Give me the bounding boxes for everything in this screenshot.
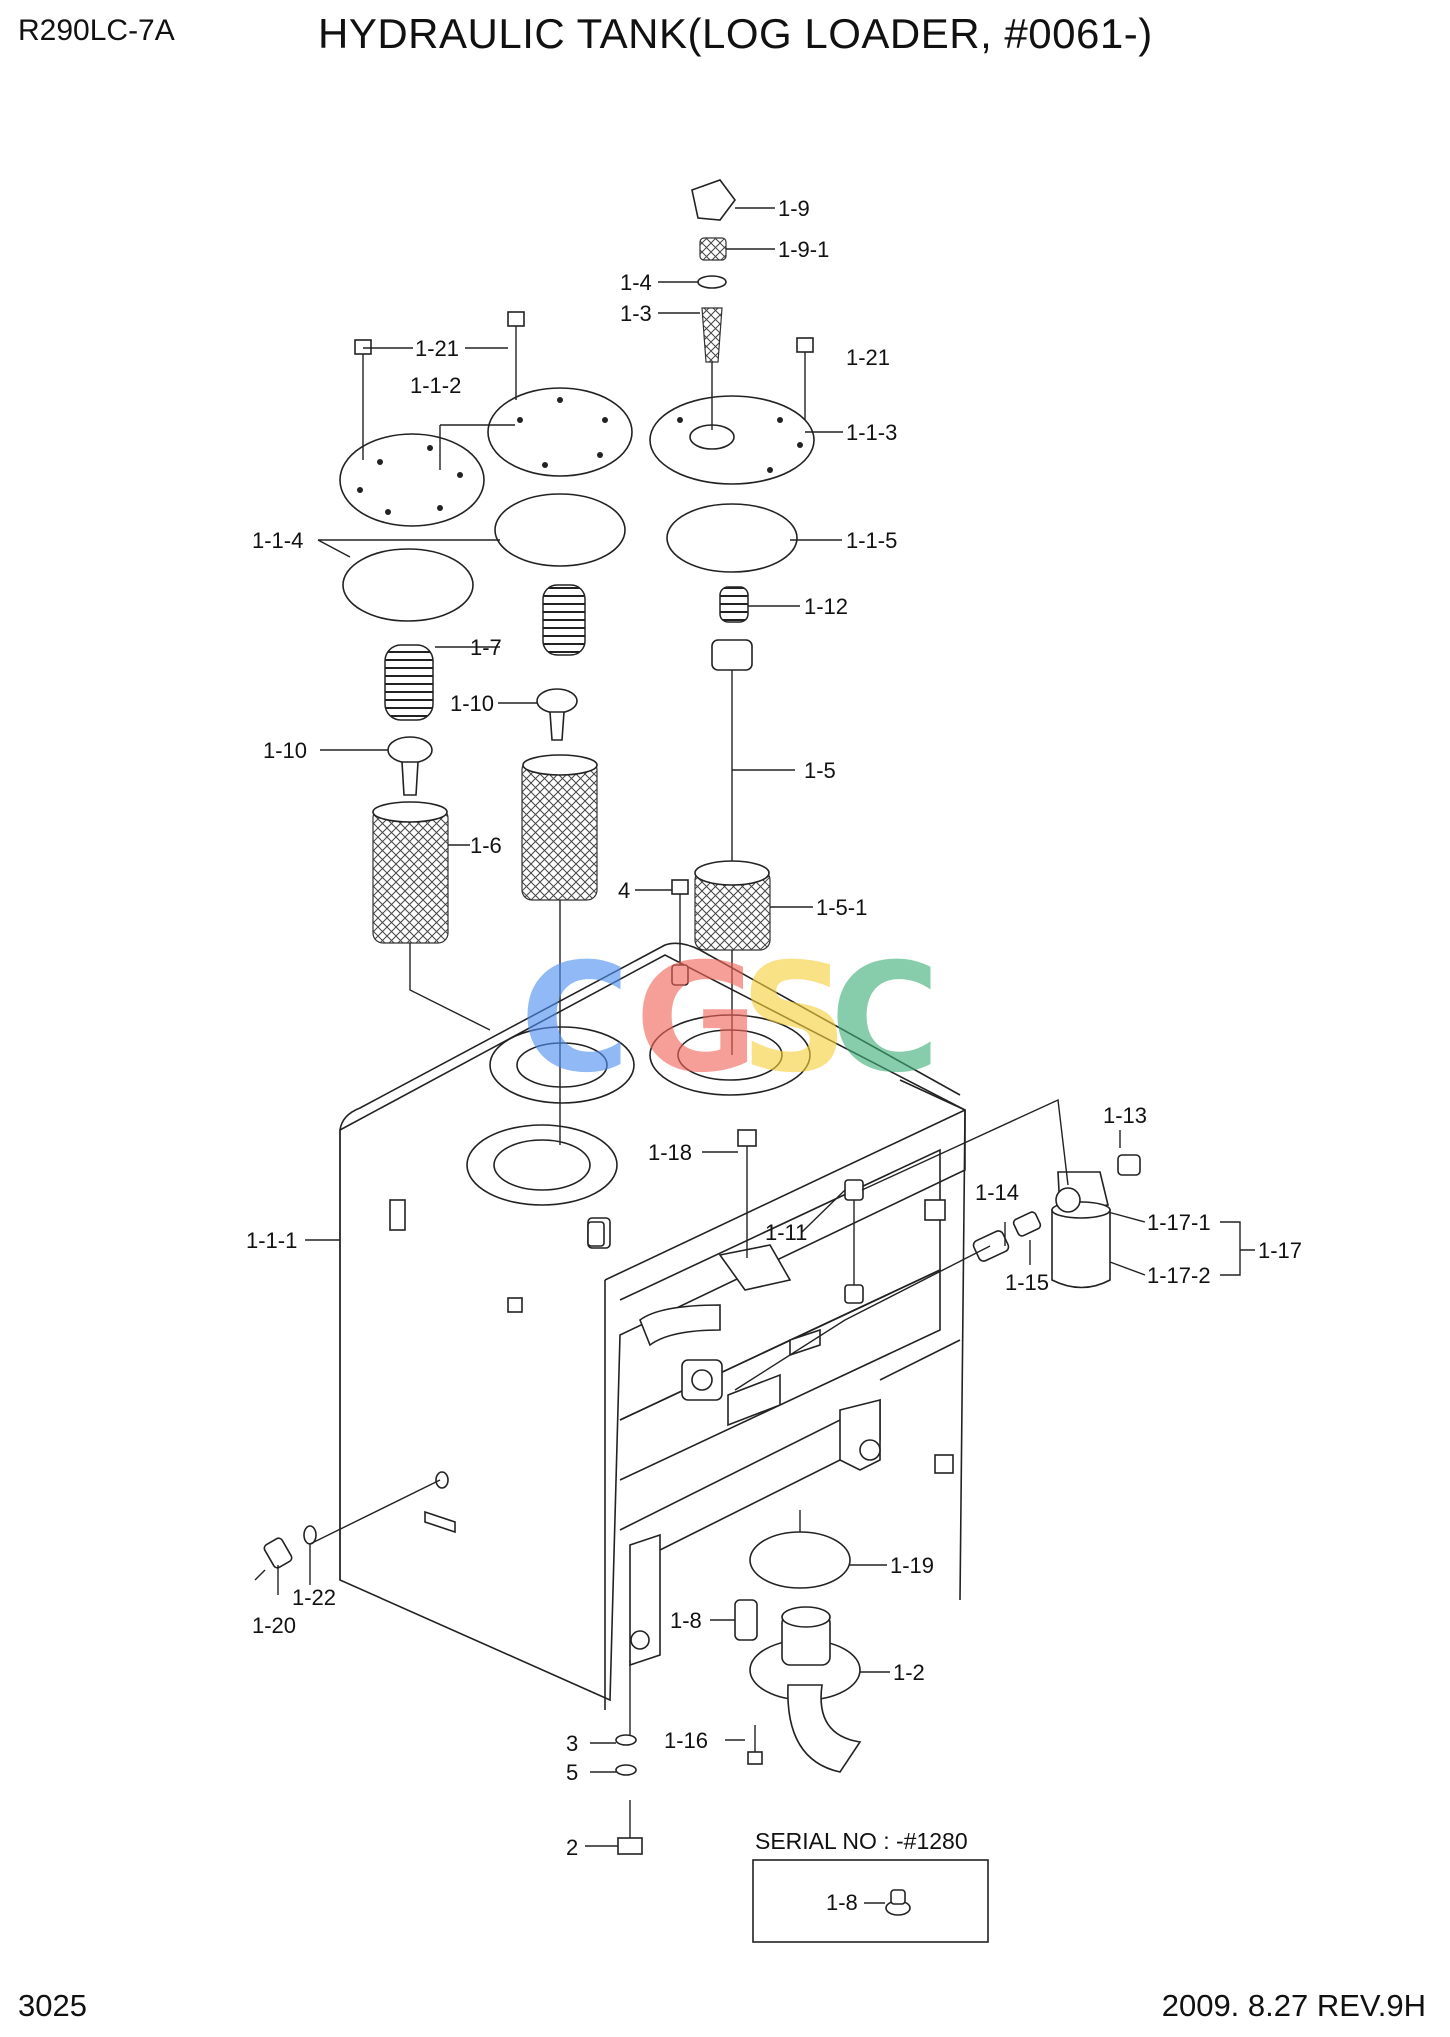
callout-1-8: 1-8 <box>670 1608 702 1633</box>
callout-1-18: 1-18 <box>648 1140 692 1165</box>
breather-strainer <box>701 307 723 363</box>
tank-top-flanges <box>466 964 811 1247</box>
strainer-rod-cap <box>711 639 753 671</box>
serial-caption: SERIAL NO : -#1280 <box>755 1828 968 1854</box>
watermark-letter: S <box>740 932 848 1106</box>
callout-1-2: 1-2 <box>893 1660 925 1685</box>
callout-1-17-1: 1-17-1 <box>1147 1210 1211 1235</box>
suction-pipe <box>749 1606 862 1773</box>
callout-5: 5 <box>566 1760 578 1785</box>
level-gauge <box>844 1179 864 1304</box>
callout-1-22: 1-22 <box>292 1585 336 1610</box>
breather-filter <box>699 237 727 261</box>
drain-plug <box>254 1537 293 1581</box>
callout-1-1-4: 1-1-4 <box>252 528 303 553</box>
plug-1-8 <box>734 1599 758 1641</box>
tank-pipe-stub <box>639 1304 721 1347</box>
bolt-1-16 <box>747 1725 763 1765</box>
callout-1-11: 1-11 <box>765 1220 807 1245</box>
tank-boss <box>507 1297 523 1313</box>
filter-element-middle <box>521 759 598 901</box>
cover-bolt <box>796 337 814 392</box>
suction-o-ring <box>749 1531 851 1589</box>
callout-1-1-3: 1-1-3 <box>846 420 897 445</box>
callout-1-20: 1-20 <box>252 1613 296 1638</box>
cover-bolt <box>507 311 525 365</box>
callout-1-1-1: 1-1-1 <box>246 1228 297 1253</box>
spring-small <box>719 586 749 623</box>
watermark-letter: C <box>830 932 940 1106</box>
cover-right <box>649 395 815 485</box>
tank-bracket <box>389 1199 406 1231</box>
callout-1-3: 1-3 <box>620 301 652 326</box>
o-ring-right <box>666 503 798 573</box>
callout-1-16: 1-16 <box>664 1728 708 1753</box>
callout-1-15: 1-15 <box>1005 1270 1049 1295</box>
callout-1-1-2: 1-1-2 <box>410 373 461 398</box>
callout-1-12: 1-12 <box>804 594 848 619</box>
callout-2: 2 <box>566 1835 578 1860</box>
callout-1-1-5: 1-1-5 <box>846 528 897 553</box>
callout-1-5-1: 1-5-1 <box>816 895 867 920</box>
callout-1-7: 1-7 <box>470 635 502 660</box>
cover-bolt <box>354 339 372 392</box>
bolt-1-18 <box>737 1129 757 1185</box>
cgsc-watermark: C G S C <box>520 932 940 1106</box>
washer-3 <box>615 1734 637 1746</box>
callout-1-21-left: 1-21 <box>415 336 459 361</box>
diagram-title: HYDRAULIC TANK(LOG LOADER, #0061-) <box>318 10 1153 57</box>
serial-number-box: SERIAL NO : -#1280 1-8 <box>752 1828 989 1943</box>
callout-1-10-upper: 1-10 <box>450 691 494 716</box>
callout-1-9-1: 1-9-1 <box>778 237 829 262</box>
callout-1-13: 1-13 <box>1103 1103 1147 1128</box>
bypass-valve-upper <box>536 688 578 741</box>
callout-1-6: 1-6 <box>470 833 502 858</box>
cover-middle <box>487 387 633 477</box>
return-filter-housing <box>1051 1171 1111 1289</box>
breather-washer <box>697 275 727 289</box>
o-ring-left-lower <box>342 548 474 622</box>
callout-labels: 1-9 1-9-1 1-4 1-3 1-21 1-21 1-1-2 1-1-3 … <box>246 196 1302 1860</box>
washer-5 <box>615 1764 637 1776</box>
spring-lower <box>384 644 434 721</box>
callout-1-9: 1-9 <box>778 196 810 221</box>
watermark-letter: C <box>520 932 630 1106</box>
callout-1-4: 1-4 <box>620 270 652 295</box>
cover-left <box>339 433 485 527</box>
bolt-4 <box>671 879 689 930</box>
model-number: R290LC-7A <box>18 14 175 47</box>
fitting-1-13 <box>1117 1154 1141 1176</box>
callout-3: 3 <box>566 1731 578 1756</box>
callout-1-10-lower: 1-10 <box>263 738 307 763</box>
callout-1-5: 1-5 <box>804 758 836 783</box>
level-gauge-bracket <box>718 1244 792 1291</box>
watermark-letter: G <box>635 932 758 1106</box>
callout-1-17: 1-17 <box>1258 1238 1302 1263</box>
leader-lines <box>277 207 1255 1847</box>
callout-1-19: 1-19 <box>890 1553 934 1578</box>
callout-4: 4 <box>618 878 630 903</box>
spring-upper <box>542 584 586 656</box>
page-number: 3025 <box>18 1988 87 2023</box>
adapter-1-15 <box>1012 1211 1042 1237</box>
callout-1-17-2: 1-17-2 <box>1147 1263 1211 1288</box>
bypass-valve-lower <box>387 736 433 796</box>
callout-1-21-right: 1-21 <box>846 345 890 370</box>
air-breather <box>691 179 736 221</box>
filter-element-left <box>372 807 449 944</box>
revision-date: 2009. 8.27 REV.9H <box>1161 1988 1426 2023</box>
callout-1-14: 1-14 <box>975 1180 1019 1205</box>
bolt-2 <box>617 1800 643 1855</box>
o-ring-left-upper <box>494 493 626 567</box>
serial-part-label: 1-8 <box>826 1890 858 1915</box>
